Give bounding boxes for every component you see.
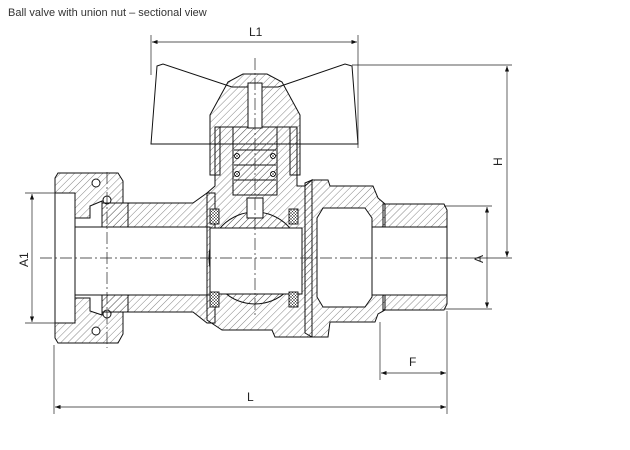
dim-label-A: A	[472, 255, 486, 263]
left-bore	[74, 226, 211, 296]
seat-ring-left-top	[209, 208, 220, 225]
seat-ring-left-bottom	[209, 291, 220, 308]
tail-bore	[371, 226, 448, 296]
nut-ball-bottom2	[91, 326, 101, 336]
o-ring	[234, 153, 240, 159]
nut-ball-top	[91, 178, 101, 188]
o-ring	[234, 171, 240, 177]
drawing-title: Ball valve with union nut – sectional vi…	[8, 7, 207, 19]
seat-ring-right-top	[288, 208, 299, 225]
dim-label-L1: L1	[249, 25, 263, 39]
union-chamber	[316, 207, 373, 308]
dim-label-A1: A1	[17, 252, 31, 267]
ball-bore	[209, 227, 303, 295]
o-ring	[270, 153, 276, 159]
seat-ring-right-bottom	[288, 291, 299, 308]
dim-label-L: L	[247, 390, 254, 404]
dim-label-F: F	[409, 355, 416, 369]
dim-label-H: H	[491, 157, 505, 166]
o-ring	[270, 171, 276, 177]
